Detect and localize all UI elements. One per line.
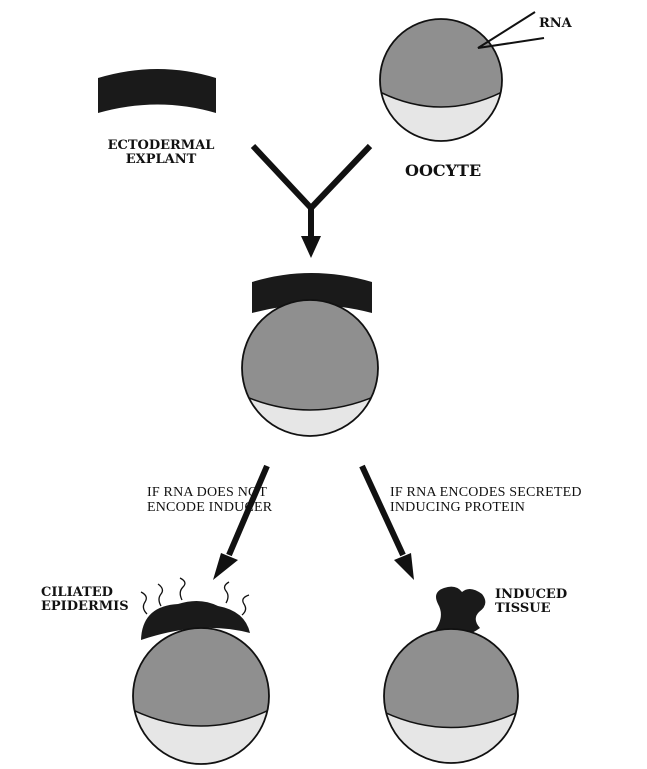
left-condition-line2: ENCODE INDUCER: [147, 500, 272, 515]
ciliated-label-line1: CILIATED: [41, 586, 129, 600]
right-outcome-arrow: [362, 466, 414, 580]
ciliated-label-line2: EPIDERMIS: [41, 600, 129, 614]
explant-label-line2: EXPLANT: [96, 153, 226, 167]
induced-tissue-label: INDUCED TISSUE: [495, 588, 567, 617]
ciliated-epidermis-label: CILIATED EPIDERMIS: [41, 586, 129, 615]
right-result-oocyte: [384, 629, 518, 763]
explant-label-line1: ECTODERMAL: [96, 139, 226, 153]
injection-needle: [478, 12, 544, 48]
right-condition-label: IF RNA ENCODES SECRETED INDUCING PROTEIN: [390, 485, 582, 516]
left-condition-line1: IF RNA DOES NOT: [147, 485, 272, 500]
right-condition-line2: INDUCING PROTEIN: [390, 500, 582, 515]
induced-label-line1: INDUCED: [495, 588, 567, 602]
explant-label: ECTODERMAL EXPLANT: [96, 139, 226, 168]
left-outcome-arrow: [213, 466, 267, 580]
induced-label-line2: TISSUE: [495, 602, 567, 616]
left-result-oocyte: [133, 628, 269, 764]
oocyte: [380, 19, 502, 141]
rna-label: RNA: [539, 17, 572, 31]
conjugate-oocyte: [242, 300, 378, 436]
left-condition-label: IF RNA DOES NOT ENCODE INDUCER: [147, 485, 272, 516]
oocyte-label: OOCYTE: [405, 162, 481, 180]
right-condition-line1: IF RNA ENCODES SECRETED: [390, 485, 582, 500]
ectodermal-explant: [98, 69, 216, 113]
merge-arrow: [253, 146, 370, 258]
